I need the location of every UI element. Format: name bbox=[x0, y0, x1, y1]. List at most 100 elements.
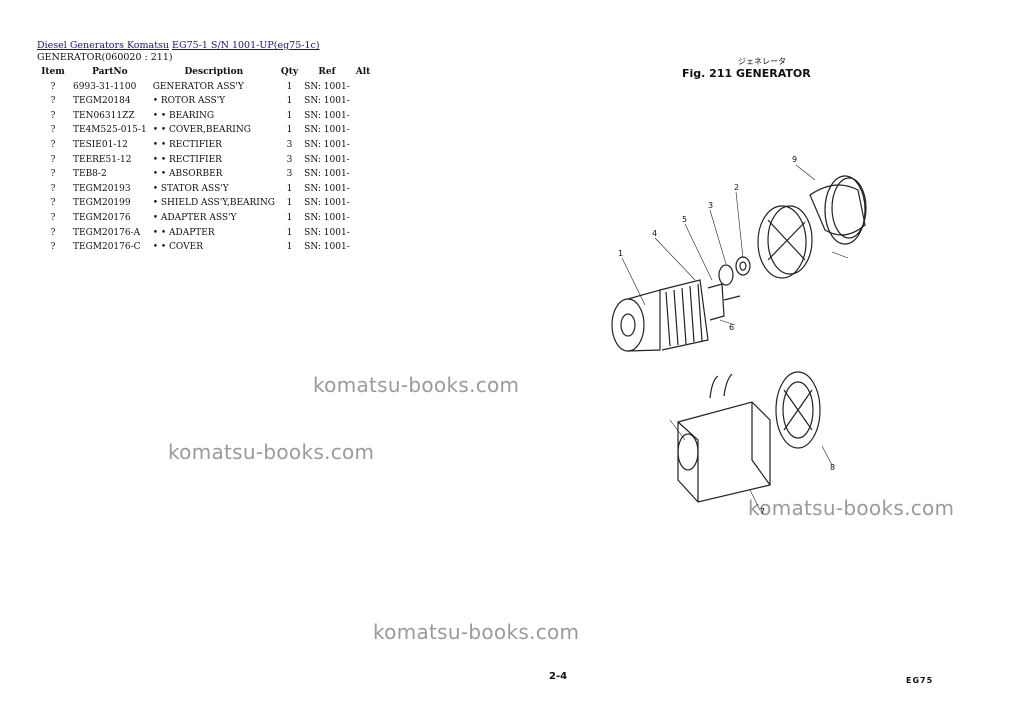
adapter-ring-drawing bbox=[809, 175, 867, 245]
cell-description: • ROTOR ASS'Y bbox=[152, 96, 226, 107]
breadcrumb-link-category[interactable]: Diesel Generators Komatsu bbox=[37, 40, 170, 51]
cell-ref: SN: 1001- bbox=[304, 242, 350, 253]
cell-item: ? bbox=[50, 110, 56, 121]
cell-ref: SN: 1001- bbox=[304, 125, 350, 136]
cell-partno: TEGM20176-C bbox=[73, 242, 141, 253]
cell-ref: SN: 1001- bbox=[304, 183, 350, 194]
cell-alt bbox=[353, 226, 374, 241]
watermark: komatsu-books.com bbox=[313, 373, 520, 397]
cell-ref: SN: 1001- bbox=[304, 169, 350, 180]
cell-alt bbox=[353, 196, 374, 211]
table-header-row: Item PartNo Description Qty Ref Alt bbox=[36, 65, 373, 80]
cell-qty: 1 bbox=[286, 81, 293, 92]
cell-qty: 3 bbox=[286, 154, 293, 165]
cell-item: ? bbox=[50, 169, 56, 180]
page-number: 2-4 bbox=[549, 671, 568, 682]
cell-ref: SN: 1001- bbox=[304, 212, 350, 223]
cell-alt bbox=[353, 80, 374, 95]
cell-description: • ADAPTER ASS'Y bbox=[152, 212, 237, 223]
cell-ref: SN: 1001- bbox=[304, 154, 350, 165]
callout-1: 1 bbox=[618, 249, 623, 258]
cell-description: • • BEARING bbox=[152, 110, 215, 121]
cell-description: • • COVER,BEARING bbox=[152, 125, 251, 136]
cell-qty: 3 bbox=[286, 169, 293, 180]
header-qty: Qty bbox=[280, 67, 299, 77]
callout-8: 8 bbox=[830, 463, 835, 472]
shield-drawing bbox=[757, 205, 813, 279]
cell-alt bbox=[353, 153, 374, 168]
callout-6: 6 bbox=[729, 323, 734, 332]
cell-item: ? bbox=[50, 227, 56, 238]
cell-description: • STATOR ASS'Y bbox=[152, 183, 229, 194]
cell-partno: 6993-31-1100 bbox=[73, 81, 137, 92]
cell-item: ? bbox=[50, 125, 56, 136]
cell-qty: 1 bbox=[286, 110, 293, 121]
cell-item: ? bbox=[50, 81, 56, 92]
cell-item: ? bbox=[50, 183, 56, 194]
cell-alt bbox=[353, 94, 374, 109]
cell-ref: SN: 1001- bbox=[304, 227, 350, 238]
cell-qty: 1 bbox=[286, 183, 293, 194]
section-title: GENERATOR(060020 : 211) bbox=[37, 52, 173, 63]
cell-ref: SN: 1001- bbox=[304, 198, 350, 209]
watermark: komatsu-books.com bbox=[168, 440, 375, 464]
cell-item: ? bbox=[50, 139, 56, 150]
cell-qty: 1 bbox=[286, 198, 293, 209]
cell-description: GENERATOR ASS'Y bbox=[152, 81, 244, 92]
header-description: Description bbox=[184, 67, 244, 77]
watermark: komatsu-books.com bbox=[748, 496, 955, 520]
header-ref: Ref bbox=[318, 67, 336, 77]
model-code: EG75 bbox=[906, 676, 934, 685]
breadcrumb-link-model[interactable]: EG75-1 S/N 1001-UP(eg75-1c) bbox=[172, 40, 320, 51]
cell-item: ? bbox=[50, 212, 56, 223]
cell-partno: TEGM20199 bbox=[73, 198, 131, 209]
cell-qty: 1 bbox=[286, 96, 293, 107]
cell-description: • • RECTIFIER bbox=[152, 154, 222, 165]
cell-ref: SN: 1001- bbox=[304, 110, 350, 121]
cell-alt bbox=[353, 167, 374, 182]
table-row: ? TEB8-2 • • ABSORBER 3 SN: 1001- bbox=[36, 167, 373, 182]
cell-description: • • ABSORBER bbox=[152, 169, 223, 180]
table-row: ? TE4M525-015-1 • • COVER,BEARING 1 SN: 1001… bbox=[36, 123, 373, 138]
watermark: komatsu-books.com bbox=[373, 620, 580, 644]
generator-exploded-diagram: 1 2 3 4 5 6 7 8 9 bbox=[611, 155, 867, 516]
cell-ref: SN: 1001- bbox=[304, 96, 350, 107]
cell-qty: 1 bbox=[286, 125, 293, 136]
cell-description: • • COVER bbox=[152, 242, 203, 253]
cell-qty: 1 bbox=[286, 227, 293, 238]
callout-2: 2 bbox=[734, 183, 739, 192]
bearing-drawing bbox=[735, 256, 751, 276]
cell-ref: SN: 1001- bbox=[304, 81, 350, 92]
cell-partno: TEGM20176 bbox=[73, 212, 131, 223]
callout-3: 3 bbox=[708, 201, 713, 210]
rectifier-disc-drawing bbox=[718, 264, 734, 286]
cell-partno: TEGM20176-A bbox=[73, 227, 141, 238]
figure-title: Fig. 211 GENERATOR bbox=[682, 67, 811, 80]
cell-partno: TEGM20184 bbox=[73, 96, 131, 107]
cell-partno: TEB8-2 bbox=[73, 169, 107, 180]
stator-box-drawing bbox=[677, 373, 771, 503]
cell-alt bbox=[353, 123, 374, 138]
cell-ref: SN: 1001- bbox=[304, 139, 350, 150]
callout-5: 5 bbox=[682, 215, 687, 224]
header-partno: PartNo bbox=[92, 67, 128, 77]
cell-alt bbox=[353, 240, 374, 255]
cell-description: • • RECTIFIER bbox=[152, 139, 222, 150]
cell-partno: TE4M525-015-1 bbox=[73, 125, 147, 136]
callout-4: 4 bbox=[652, 229, 657, 238]
cell-alt bbox=[353, 109, 374, 124]
cell-partno: TEERE51-12 bbox=[73, 154, 132, 165]
figure-japanese-title: ジェネレータ bbox=[738, 57, 786, 66]
callout-7: 7 bbox=[760, 507, 765, 516]
cell-alt bbox=[353, 211, 374, 226]
header-alt: Alt bbox=[355, 67, 371, 77]
end-cover-drawing bbox=[775, 371, 821, 449]
